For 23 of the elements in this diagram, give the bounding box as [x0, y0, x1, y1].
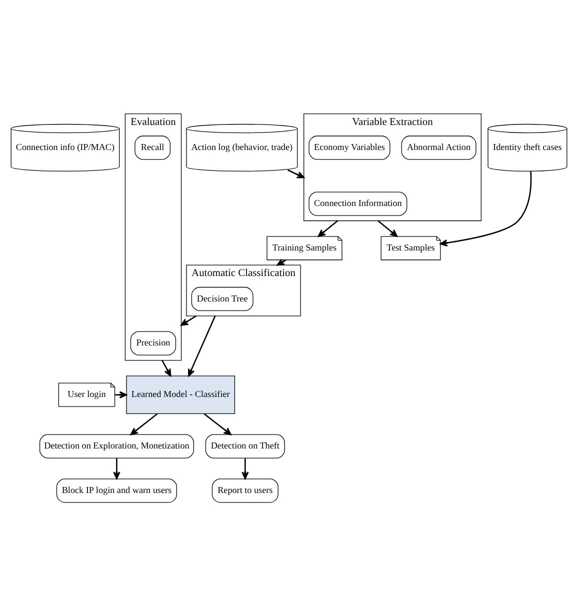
node-box: Precision — [130, 331, 176, 356]
arrow — [242, 458, 249, 480]
arrow — [378, 220, 398, 237]
node-box: Learned Model - Classifier — [126, 376, 236, 414]
node-box: Block IP login and warn users — [56, 478, 178, 503]
node-box: Detection on Exploration, Monetization — [39, 434, 194, 458]
node-box: Abnormal Action — [401, 136, 476, 160]
arrow — [180, 315, 196, 326]
arrow — [162, 360, 172, 376]
arrow — [188, 316, 216, 376]
arrow — [204, 413, 232, 436]
arrow — [114, 391, 127, 398]
arrow — [113, 458, 120, 480]
arrow — [130, 413, 158, 436]
arrow — [318, 220, 338, 237]
arrow — [287, 169, 304, 178]
node-box: Decision Tree — [191, 286, 254, 312]
arrow — [440, 171, 532, 246]
node-box: Connection Information — [308, 192, 408, 216]
node-box: Detection on Theft — [205, 434, 285, 458]
node-box: Recall — [134, 136, 170, 160]
node-box: Economy Variables — [308, 136, 390, 160]
node-box: Report to users — [212, 478, 278, 503]
